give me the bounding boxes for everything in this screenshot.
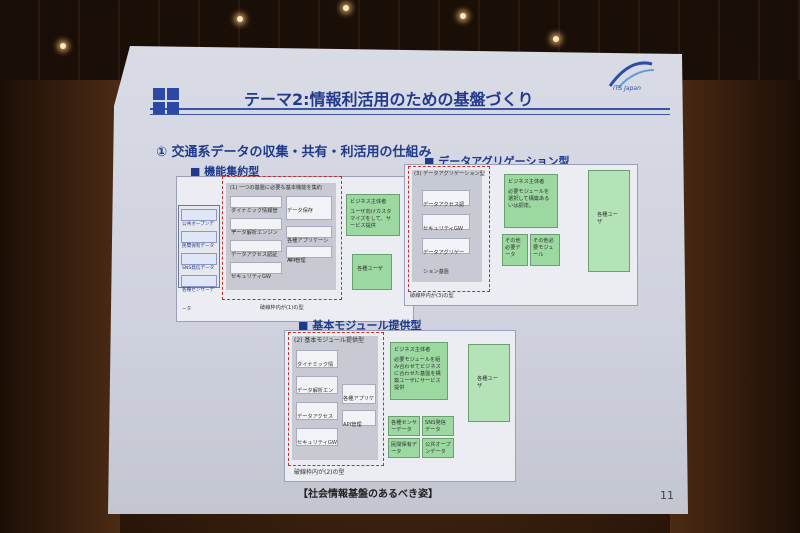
- left-dashed-frame: [222, 176, 342, 300]
- app-cell: API管理: [286, 246, 332, 264]
- left-wall: [0, 80, 120, 533]
- source-box: SNS発信データ: [181, 253, 217, 271]
- module-cell: ダイナミック情報管理: [230, 196, 282, 233]
- logo-square: [153, 88, 165, 100]
- app-cell: API管理: [342, 410, 376, 428]
- bottom-inner-title: (2) 基本モジュール提供型: [294, 337, 364, 344]
- left-caption: 破線枠内が(1)の型: [260, 305, 304, 311]
- module-cell: データアクセス認証: [422, 190, 470, 227]
- left-inner-title: (1) 一つの基盤に必要な基本機能を集約: [230, 185, 322, 191]
- users-box: 各種ユーザ: [352, 254, 392, 290]
- slide-title: テーマ2:情報利活用のための基盤づくり: [244, 90, 534, 109]
- module-cell: データ解析エンジン: [230, 218, 282, 236]
- source-box: 公共オープンデータ: [181, 209, 217, 246]
- bottom-dashed-frame: [288, 332, 384, 466]
- business-box: ビジネス主体者 必要モジュールを選択して構築あるいは調達。: [504, 174, 558, 228]
- module-cell: データ解析エンジン: [296, 376, 338, 413]
- source-box: 各種センサーデータ: [181, 275, 217, 312]
- business-box: ビジネス主体者 ユーザ向けカスタマイズをして、サービス提供: [346, 194, 400, 236]
- module-cell: データアクセス認証: [296, 402, 338, 439]
- extra-data-box: その他必要データ: [502, 234, 528, 266]
- source-box: 民間保有データ: [181, 231, 217, 249]
- title-underline-thin: [150, 114, 670, 115]
- logo-text: ITS Japan: [613, 85, 641, 92]
- users-box: 各種ユーザ: [468, 344, 510, 422]
- bottom-caption: 破線枠内が(2)の型: [294, 469, 345, 476]
- logo-square: [167, 102, 179, 114]
- logo-square: [167, 88, 179, 100]
- logo-square: [153, 102, 165, 114]
- ceiling-light: [237, 16, 243, 22]
- right-panel-heading: ■ データアグリゲーション型: [424, 155, 570, 168]
- module-cell: ダイナミック情報管理: [296, 350, 338, 387]
- app-cell: 各種アプリケーション: [286, 226, 332, 263]
- page-number: 11: [660, 489, 674, 502]
- right-caption: 破線枠内が(3)の型: [410, 293, 454, 299]
- data-box: SNS発信データ: [422, 416, 454, 436]
- db-cell: データ保存: [286, 196, 332, 220]
- ceiling-light: [343, 5, 349, 11]
- its-japan-logo: [608, 61, 655, 89]
- projected-slide: テーマ2:情報利活用のための基盤づくり ITS Japan ① 交通系データの収…: [108, 46, 688, 514]
- extra-module-box: その他必要モジュール: [530, 234, 560, 266]
- app-cell: 各種アプリケーション: [342, 384, 376, 421]
- right-wall: [670, 80, 800, 533]
- left-panel-heading: ■ 機能集約型: [190, 165, 260, 178]
- ceiling-light: [553, 36, 559, 42]
- slide-footer: 【社会情報基盤のあるべき姿】: [298, 489, 438, 500]
- module-cell: データアグリゲーション基盤: [422, 238, 470, 275]
- users-box: 各種ユーザ: [588, 170, 630, 272]
- ceiling-light: [60, 43, 66, 49]
- module-cell: セキュリティGW: [230, 262, 282, 280]
- ceiling-light: [460, 13, 466, 19]
- data-box: 公共オープンデータ: [422, 438, 454, 458]
- module-cell: データアクセス認証: [230, 240, 282, 258]
- right-inner-title: (3) データアグリゲーション型: [414, 171, 485, 177]
- module-cell: セキュリティGW: [296, 428, 338, 446]
- data-box: 各種センサーデータ: [388, 416, 420, 436]
- business-box: ビジネス主体者 必要モジュールを組み合わせてビジネスに合わせた基盤を構築ユーザに…: [390, 342, 448, 400]
- section-heading: ① 交通系データの収集・共有・利活用の仕組み: [156, 145, 432, 160]
- right-dashed-frame: [408, 166, 490, 292]
- data-box: 民間保有データ: [388, 438, 420, 458]
- module-cell: セキュリティGW: [422, 214, 470, 232]
- bottom-panel-heading: ■ 基本モジュール提供型: [298, 319, 422, 332]
- title-underline: [150, 108, 670, 110]
